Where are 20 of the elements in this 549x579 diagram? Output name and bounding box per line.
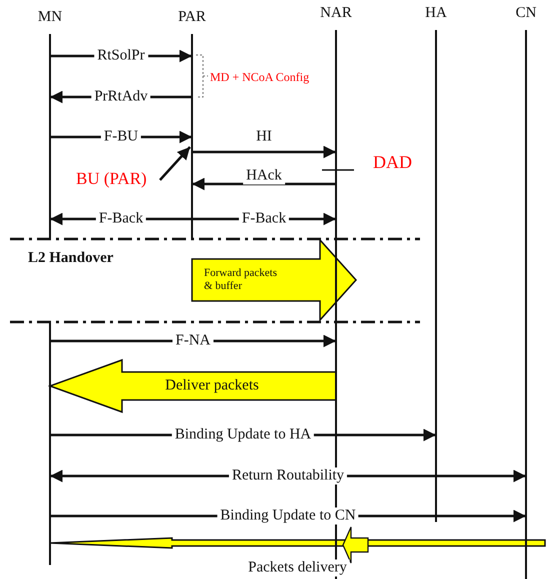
dad-note: DAD — [373, 152, 412, 173]
edge-label: Binding Update to CN — [217, 508, 359, 524]
message-arrow — [192, 146, 336, 158]
config-note: MD + NCoA Config — [210, 70, 310, 85]
edge-label: Return Routability — [228, 468, 348, 484]
edge-label: Forward packets & buffer — [204, 267, 278, 293]
callout-label: BU (PAR) — [76, 169, 158, 189]
participant-label: HA — [424, 4, 448, 22]
leader-arrow — [159, 146, 191, 181]
block-arrow — [49, 537, 546, 549]
participant-label: MN — [36, 8, 64, 26]
participant-label: CN — [514, 4, 538, 22]
message-arrow — [192, 178, 336, 190]
edge-label: HAck — [243, 168, 285, 184]
block-arrow — [48, 358, 337, 414]
edge-label: Deliver packets — [165, 378, 259, 394]
edge-label: Binding Update to HA — [172, 426, 314, 444]
participant-label: PAR — [177, 8, 207, 26]
participant-label: NAR — [319, 4, 353, 22]
block-arrow — [191, 238, 357, 322]
